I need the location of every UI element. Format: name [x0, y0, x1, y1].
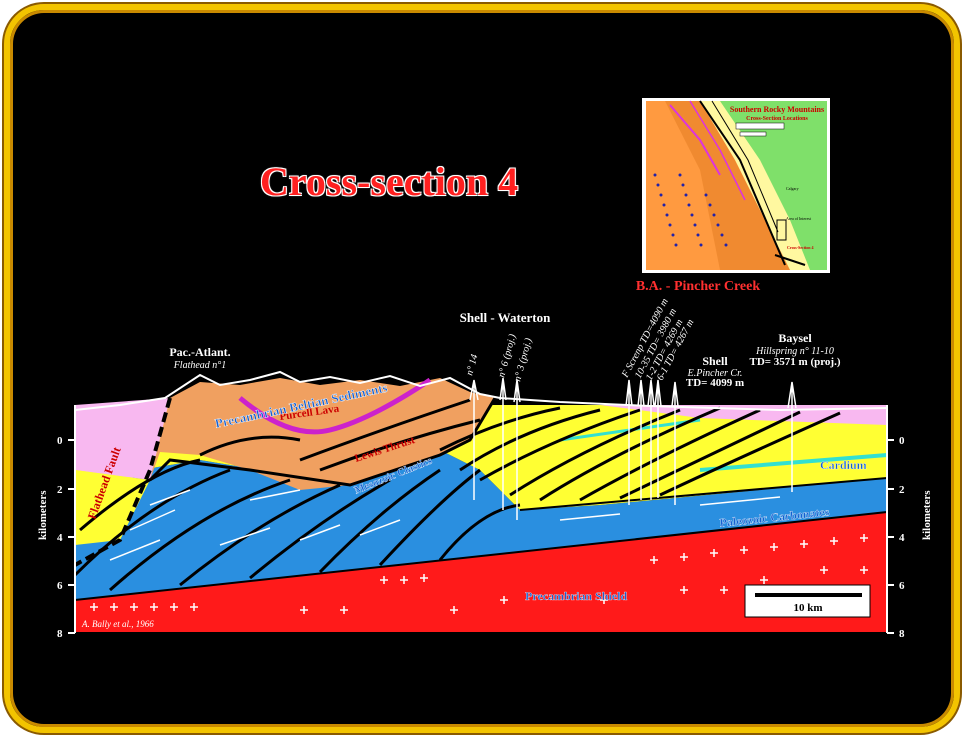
shield-pattern — [90, 534, 868, 614]
scale-bar: 10 km — [744, 584, 871, 618]
label-e-pincher: E.Pincher Cr. — [687, 368, 743, 379]
label-shell-waterton: Shell - Waterton — [460, 310, 552, 325]
tick-right-0: 0 — [899, 435, 905, 447]
credit: A. Bally et al., 1966 — [81, 619, 154, 629]
section-body — [73, 370, 888, 633]
label-hillspring: Hillspring n° 11-10 — [755, 346, 834, 357]
tick-right-6: 6 — [899, 580, 905, 592]
depth-axis-right — [886, 405, 894, 634]
map-label-calgary: Calgary — [786, 186, 799, 191]
map-label-xs: Cross-Section 4 — [787, 245, 813, 250]
tick-right-8: 8 — [899, 628, 905, 640]
label-pac-atlant: Pac.-Atlant. — [169, 345, 230, 359]
map-title-1: Southern Rocky Mountains — [730, 105, 824, 114]
label-baysel: Baysel — [778, 331, 812, 345]
label-shell-td: TD= 4099 m — [686, 377, 744, 389]
tick-left-0: 0 — [57, 435, 63, 447]
depth-axis-left — [68, 405, 76, 634]
axis-label-left: kilometers — [37, 490, 49, 540]
tick-right-2: 2 — [899, 484, 905, 496]
tick-left-8: 8 — [57, 628, 63, 640]
location-map: Southern Rocky Mountains Cross-Section L… — [642, 98, 830, 273]
label-shell: Shell — [702, 354, 728, 368]
unit-precambrian-shield: Precambrian Shield — [525, 589, 627, 603]
tick-left-4: 4 — [57, 532, 63, 544]
map-title-2: Cross-Section Locations — [746, 116, 808, 122]
scale-bar-label: 10 km — [793, 602, 822, 614]
unit-cardium: Cardium — [820, 458, 867, 472]
axis-label-right: kilometers — [921, 490, 933, 540]
inset-caption: B.A. - Pincher Creek — [636, 279, 761, 294]
tick-left-2: 2 — [57, 484, 63, 496]
slide-title: Cross-section 4 — [260, 159, 519, 204]
label-n14: n° 14 — [464, 353, 480, 377]
well-derricks — [469, 377, 797, 520]
label-baysel-td: TD= 3571 m (proj.) — [749, 356, 840, 368]
map-label-area: Area of Interest — [786, 216, 812, 221]
label-flathead-well: Flathead n°1 — [173, 360, 227, 371]
tick-left-6: 6 — [57, 580, 63, 592]
tick-right-4: 4 — [899, 532, 905, 544]
